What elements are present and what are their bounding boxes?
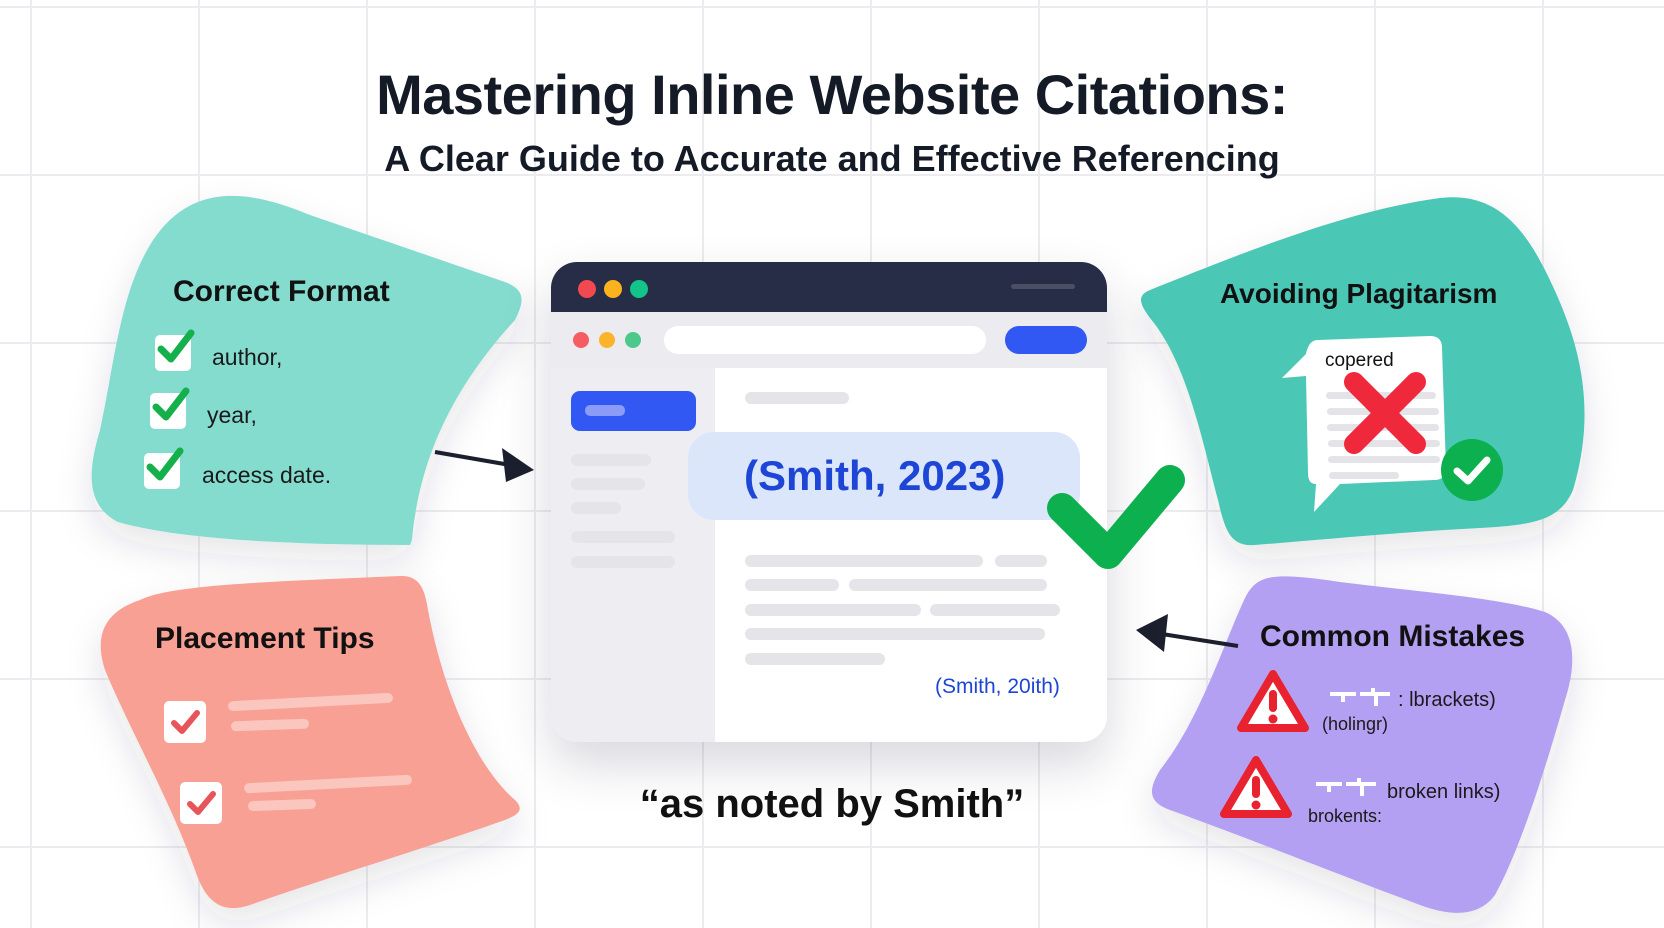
warning-icon	[1237, 670, 1309, 732]
document-label: copered	[1325, 350, 1394, 371]
checkbox	[155, 329, 195, 371]
address-bar[interactable]	[664, 326, 986, 354]
citation-main: (Smith, 2023)	[744, 452, 1006, 499]
maximize-dot-icon[interactable]	[630, 280, 648, 298]
card-title: Avoiding Plagitarism	[1220, 278, 1498, 309]
card-avoiding-plagiarism: Avoiding Plagitarism copered	[0, 0, 1585, 546]
minimize-dot-icon[interactable]	[604, 280, 622, 298]
placeholder-glyph-icon	[1330, 688, 1390, 706]
check-icon	[152, 387, 190, 421]
sidebar-item[interactable]	[571, 454, 651, 466]
item-label: year,	[207, 402, 257, 428]
citation-highlight	[688, 432, 1080, 520]
sidebar-item-label-placeholder	[585, 405, 625, 416]
minimize-dot-icon[interactable]	[599, 332, 615, 348]
page-subtitle: A Clear Guide to Accurate and Effective …	[384, 138, 1280, 179]
check-icon	[157, 329, 195, 363]
checkbox	[150, 387, 190, 429]
check-circle-icon	[1441, 439, 1503, 501]
checkbox	[144, 447, 184, 489]
item-label: author,	[212, 344, 283, 370]
checkbox-checked-icon	[187, 791, 216, 815]
text-line-placeholder	[745, 653, 885, 665]
sidebar-item[interactable]	[571, 478, 645, 490]
sidebar-item[interactable]	[571, 502, 621, 514]
browser-toolbar	[551, 312, 1107, 368]
text-line-placeholder	[745, 392, 849, 404]
sidebar-item[interactable]	[571, 531, 675, 543]
arrow-right-icon	[434, 448, 534, 482]
checkbox	[180, 782, 222, 824]
text-line-placeholder	[995, 555, 1047, 567]
go-button[interactable]	[1005, 326, 1087, 354]
item-label: access date.	[202, 462, 332, 488]
mistake-label: broken links)	[1387, 781, 1501, 803]
mistake-label: : lbrackets)	[1398, 689, 1496, 711]
checkbox-checked-icon	[171, 710, 200, 734]
text-line-placeholder	[745, 604, 921, 616]
browser-titlebar	[551, 262, 1107, 312]
sidebar-active-item[interactable]	[571, 391, 696, 431]
text-line-placeholder	[849, 579, 1047, 591]
browser-content	[715, 368, 1107, 742]
browser-sidebar	[551, 368, 715, 742]
text-line-placeholder	[745, 555, 983, 567]
mistake-sublabel: (holingr)	[1322, 714, 1389, 734]
page-title: Mastering Inline Website Citations:	[376, 63, 1288, 126]
example-quote: “as noted by Smith”	[639, 782, 1025, 826]
sidebar-item[interactable]	[571, 556, 675, 568]
text-line-placeholder	[745, 628, 1045, 640]
card-title: Correct Format	[173, 275, 390, 308]
checkbox	[164, 701, 206, 743]
close-dot-icon[interactable]	[578, 280, 596, 298]
check-icon	[146, 447, 184, 481]
titlebar-handle	[1011, 284, 1075, 289]
maximize-dot-icon[interactable]	[625, 332, 641, 348]
card-placement-tips: Placement Tips	[0, 0, 520, 909]
card-title: Placement Tips	[155, 622, 375, 655]
warning-icon	[1220, 756, 1292, 818]
mistake-sublabel: brokents:	[1308, 806, 1383, 826]
placeholder-glyph-icon	[1316, 778, 1376, 796]
text-line-placeholder	[745, 579, 839, 591]
x-mark-icon	[1344, 372, 1426, 454]
citation-secondary: (Smith, 20ith)	[935, 675, 1060, 698]
card-common-mistakes: Common Mistakes : lbrackets) (holingr) b…	[0, 0, 1573, 913]
close-dot-icon[interactable]	[573, 332, 589, 348]
text-line-placeholder	[930, 604, 1060, 616]
check-icon	[1047, 465, 1185, 569]
card-correct-format: Correct Format author, year, access date…	[0, 0, 522, 545]
card-title: Common Mistakes	[1260, 620, 1526, 653]
arrow-left-icon	[1136, 614, 1239, 652]
